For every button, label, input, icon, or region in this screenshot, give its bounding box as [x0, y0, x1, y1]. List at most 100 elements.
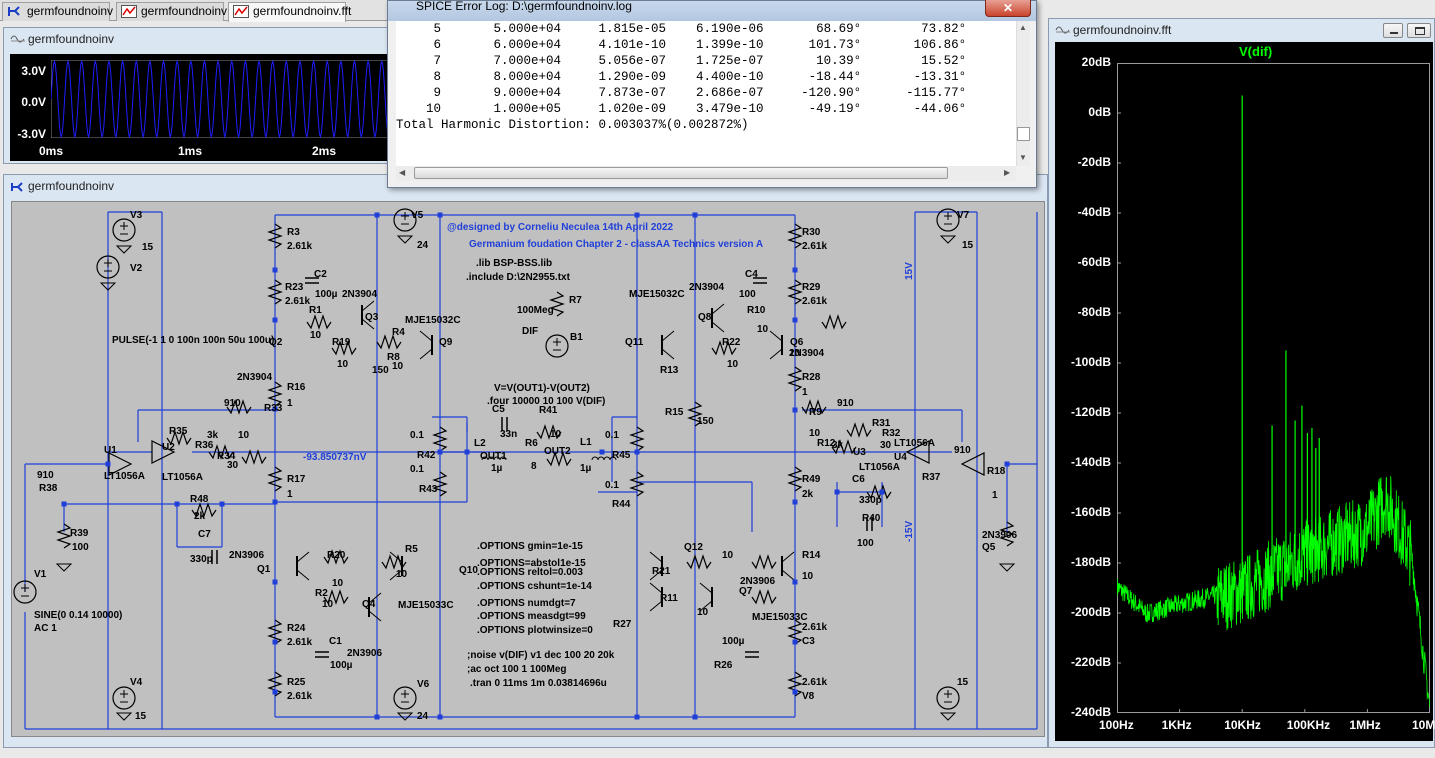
component-label: V7	[957, 210, 970, 221]
waveform-window: germfoundnoinv 3.0V 0.0V -3.0V 0ms 1ms 2…	[3, 27, 392, 164]
x-tick-label: 1KHz	[1161, 718, 1192, 732]
voltage-source-symbol	[936, 208, 960, 232]
component-label: U1	[104, 445, 117, 456]
options-directive: .OPTIONS measdgt=99	[477, 611, 586, 622]
resistor-symbol	[267, 466, 283, 492]
window-titlebar[interactable]: SPICE Error Log: D:\germfoundnoinv.log ✕	[388, 0, 1036, 21]
voltage-source-symbol	[545, 334, 569, 358]
window-title: germfoundnoinv	[28, 179, 115, 193]
component-label: DIF	[522, 326, 539, 337]
ground-symbol	[396, 235, 414, 244]
four-directive: .four 10000 10 100 V(DIF)	[487, 396, 606, 407]
vertical-scrollbar[interactable]: ▲ ▼	[1016, 21, 1030, 166]
component-label: C7	[198, 529, 211, 540]
component-label: 3k	[207, 430, 219, 441]
component-label: 2k	[194, 511, 206, 522]
waveform-plot[interactable]: 3.0V 0.0V -3.0V 0ms 1ms 2ms	[10, 54, 392, 161]
component-label: 10	[550, 429, 562, 440]
component-label: LT1056A	[104, 471, 145, 482]
log-text-area[interactable]: 5 5.000e+04 1.815e-05 6.190e-06 68.69° 7…	[396, 21, 1016, 166]
document-tab-bar: germfoundnoinv germfoundnoinv germfoundn…	[0, 0, 390, 22]
trace-name[interactable]: V(dif)	[1239, 44, 1273, 59]
resistor-symbol	[226, 399, 252, 415]
tab-schematic[interactable]: germfoundnoinv	[2, 2, 113, 21]
window-title: SPICE Error Log: D:\germfoundnoinv.log	[416, 0, 632, 13]
resistor-symbol	[376, 334, 402, 350]
spice-error-log-window: SPICE Error Log: D:\germfoundnoinv.log ✕…	[387, 0, 1037, 188]
voltage-source-symbol	[112, 218, 136, 242]
component-label: 2.61k	[802, 296, 828, 307]
component-label: R35	[169, 426, 188, 437]
y-tick-label: -180dB	[1070, 555, 1111, 569]
waveform-icon	[1055, 26, 1070, 34]
y-tick-label: 3.0V	[21, 64, 46, 78]
component-label: 1	[287, 398, 293, 409]
ground-symbol	[115, 245, 133, 254]
component-label: 10	[727, 359, 739, 370]
scroll-left-icon[interactable]: ◀	[399, 168, 406, 177]
resistor-symbol	[999, 521, 1015, 547]
tab-fft[interactable]: germfoundnoinv.fft	[228, 2, 351, 22]
component-label: 910	[224, 398, 241, 409]
scroll-down-icon[interactable]: ▼	[1019, 153, 1027, 162]
component-label: 100	[72, 542, 89, 553]
component-label: R21	[652, 566, 671, 577]
options-directive: .OPTIONS numdgt=7	[477, 598, 576, 609]
scroll-thumb[interactable]	[1017, 127, 1030, 141]
component-label: 100	[857, 538, 874, 549]
opamp-symbol	[151, 440, 176, 464]
resistor-symbol	[787, 279, 803, 305]
resistor-symbol	[787, 619, 803, 645]
component-label: 2N3906	[982, 530, 1018, 541]
horizontal-scrollbar[interactable]: ◀ ▶	[396, 166, 1016, 181]
component-label: L2	[474, 438, 486, 449]
component-label: 2N3906	[229, 550, 265, 561]
scroll-up-icon[interactable]: ▲	[1019, 23, 1027, 32]
component-label: 2.61k	[802, 241, 828, 252]
y-tick-label: -20dB	[1077, 155, 1111, 169]
component-label: 10	[238, 430, 250, 441]
x-tick-label: 10KHz	[1224, 718, 1261, 732]
component-label: OUT1	[480, 451, 507, 462]
scroll-thumb[interactable]	[414, 167, 948, 179]
component-label: R18	[987, 466, 1006, 477]
component-label: 100µ	[315, 289, 338, 300]
component-label: R2	[315, 588, 328, 599]
resistor-symbol	[323, 549, 349, 565]
component-label: R28	[802, 372, 821, 383]
component-label: R8	[387, 352, 400, 363]
component-label: Q1	[257, 564, 271, 575]
component-label: R48	[190, 494, 209, 505]
x-tick-label: 2ms	[312, 144, 337, 158]
tab-label: germfoundnoinv	[141, 4, 228, 18]
component-label: R5	[405, 544, 418, 555]
lib-directive: .lib BSP-BSS.lib	[476, 258, 553, 269]
log-row: 7 7.000e+04 5.056e-07 1.725e-07 10.39° 1…	[396, 54, 967, 68]
scroll-right-icon[interactable]: ▶	[1004, 168, 1011, 177]
y-tick-label: -220dB	[1070, 655, 1111, 669]
component-label: 2N3904	[689, 282, 725, 293]
close-button[interactable]: ✕	[985, 0, 1031, 17]
component-label: R32	[882, 428, 901, 439]
minimize-button[interactable]	[1383, 23, 1403, 38]
x-tick-label: 0ms	[39, 144, 64, 158]
tab-waveform[interactable]: germfoundnoinv	[116, 2, 228, 21]
options-directive: .OPTIONS gmin=1e-15	[477, 541, 583, 552]
resistor-symbol	[267, 279, 283, 305]
component-label: R20	[327, 550, 346, 561]
x-tick-label: 100KHz	[1286, 718, 1331, 732]
component-label: 10	[802, 571, 814, 582]
component-label: C3	[802, 636, 815, 647]
resistor-symbol	[267, 671, 283, 697]
component-label: LT1056A	[859, 462, 900, 473]
component-label: R12	[817, 438, 836, 449]
resistor-symbol	[267, 381, 283, 407]
resistor-symbol	[432, 471, 448, 497]
maximize-button[interactable]	[1407, 23, 1431, 38]
waveform-trace-area	[51, 60, 392, 138]
component-label: Q9	[439, 337, 453, 348]
component-label: 0.1	[410, 430, 424, 441]
voltage-source-symbol	[13, 580, 37, 604]
